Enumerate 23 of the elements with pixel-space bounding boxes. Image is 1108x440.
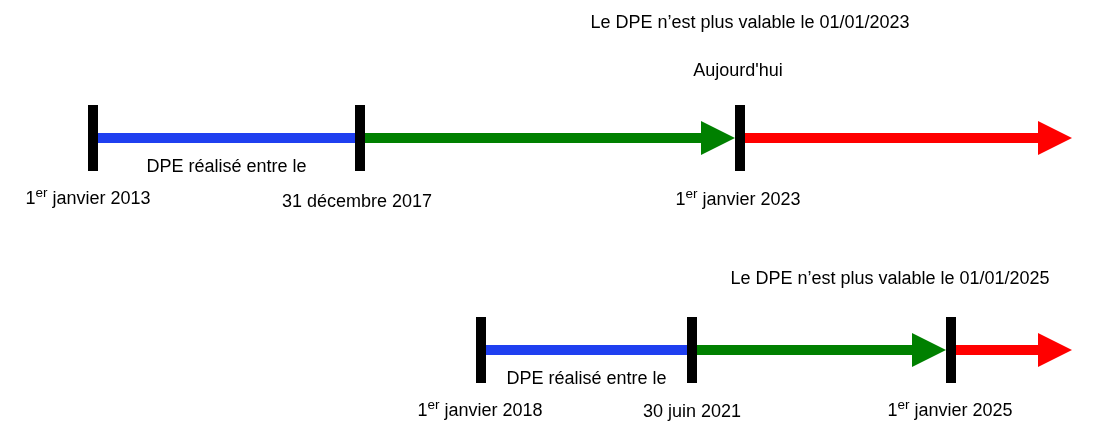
tick-bar [355, 105, 365, 171]
tick-bar [476, 317, 486, 383]
date-label: 1$^{er}$ janvier 2013 [25, 189, 151, 207]
tick-bar [946, 317, 956, 383]
date-label: 1$^{er}$ janvier 2025 [887, 401, 1013, 419]
date-label: 1$^{er}$ janvier 2018 [417, 401, 543, 419]
edge-label: DPE réalisé entre le [504, 369, 669, 387]
tick-bar [735, 105, 745, 171]
date-label: Aujourd'hui [693, 61, 783, 79]
arrow [697, 333, 946, 367]
note-text: Le DPE n’est plus valable le 01/01/2023 [590, 13, 910, 31]
date-label: 1$^{er}$ janvier 2023 [675, 190, 801, 208]
tick-bar [687, 317, 697, 383]
note-text: Le DPE n’est plus valable le 01/01/2025 [730, 269, 1050, 287]
arrow [956, 333, 1072, 367]
arrow [745, 121, 1072, 155]
edge-label: DPE réalisé entre le [144, 157, 309, 175]
tick-bar [88, 105, 98, 171]
line [98, 133, 355, 143]
date-label: 30 juin 2021 [642, 402, 742, 420]
arrow [365, 121, 735, 155]
date-label: 31 décembre 2017 [281, 192, 433, 210]
line [486, 345, 687, 355]
